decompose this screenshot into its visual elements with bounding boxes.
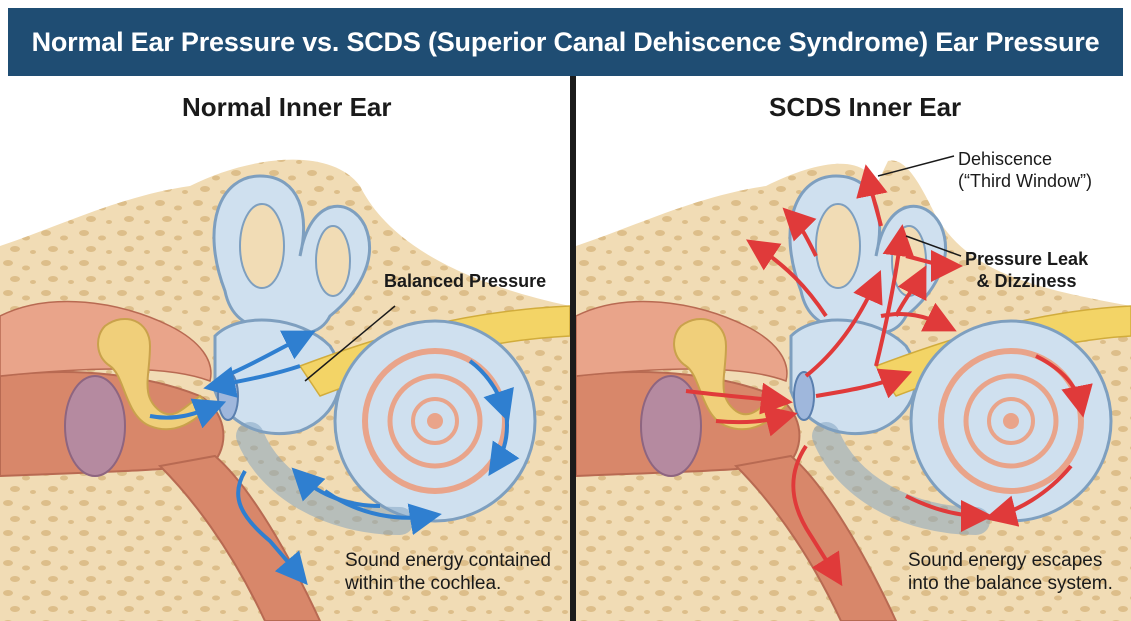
pressure-leak-label: Pressure Leak & Dizziness [965, 248, 1088, 292]
scds-caption-line1: Sound energy escapes [908, 549, 1131, 572]
oval-window [794, 372, 814, 420]
normal-caption-line1: Sound energy contained [345, 549, 570, 572]
pressure-leak-label-line1: Pressure Leak [965, 248, 1088, 270]
scds-caption: Sound energy escapes into the balance sy… [908, 549, 1131, 595]
balanced-pressure-label: Balanced Pressure [384, 270, 546, 292]
normal-caption: Sound energy contained within the cochle… [345, 549, 570, 595]
eardrum [65, 376, 125, 476]
scds-caption-line2: into the balance system. [908, 572, 1131, 595]
dehiscence-label-line1: Dehiscence [958, 148, 1092, 170]
normal-ear-illustration [0, 76, 570, 621]
title-banner: Normal Ear Pressure vs. SCDS (Superior C… [8, 8, 1123, 76]
pressure-leak-label-line2: & Dizziness [965, 270, 1088, 292]
normal-panel-title: Normal Inner Ear [182, 92, 392, 123]
dehiscence-label: Dehiscence (“Third Window”) [958, 148, 1092, 192]
scds-inner-ear-panel: SCDS Inner Ear Dehiscence (“Third Window… [576, 76, 1131, 621]
normal-caption-line2: within the cochlea. [345, 572, 570, 595]
oval-window [218, 372, 238, 420]
dehiscence-label-line2: (“Third Window”) [958, 170, 1092, 192]
diagram-title: Normal Ear Pressure vs. SCDS (Superior C… [32, 27, 1100, 58]
normal-inner-ear-panel: Normal Inner Ear Balanced Pressure Sound… [0, 76, 570, 621]
scds-panel-title: SCDS Inner Ear [769, 92, 961, 123]
